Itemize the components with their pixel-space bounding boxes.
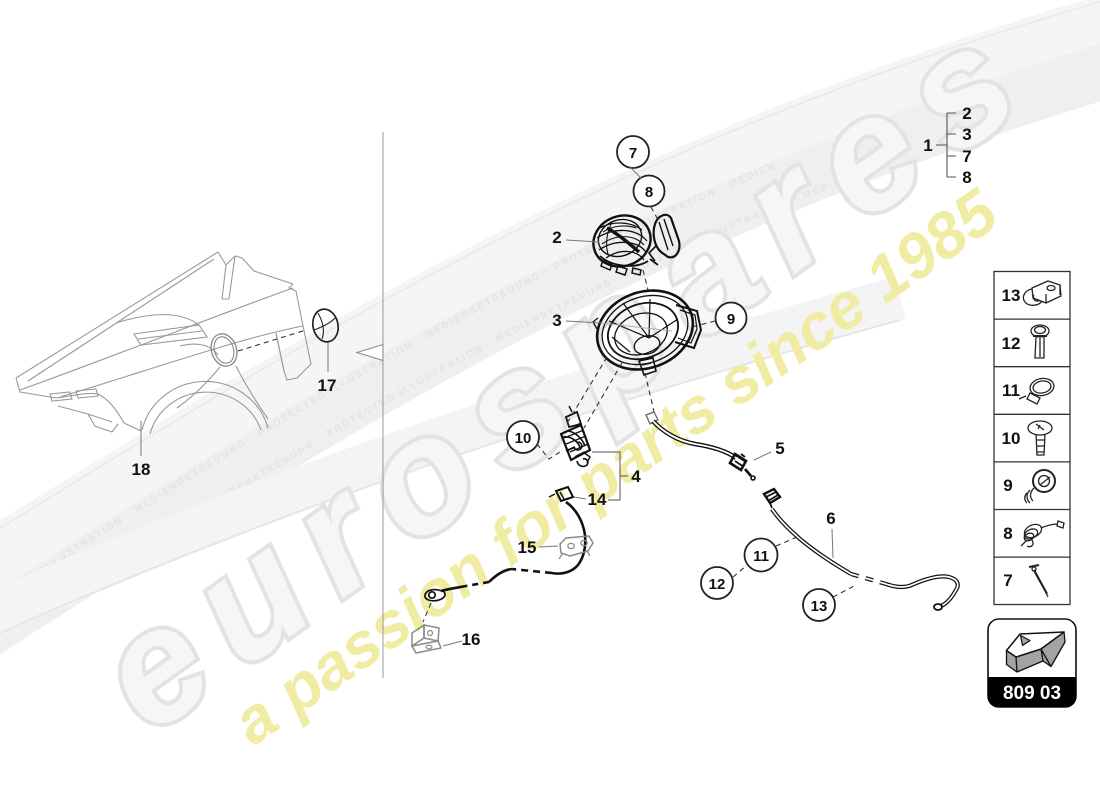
svg-text:10: 10 bbox=[1002, 429, 1021, 448]
svg-text:15: 15 bbox=[518, 538, 537, 557]
svg-text:11: 11 bbox=[753, 548, 769, 565]
svg-text:8: 8 bbox=[645, 184, 653, 201]
svg-text:10: 10 bbox=[515, 430, 532, 447]
svg-text:6: 6 bbox=[826, 509, 835, 528]
svg-text:13: 13 bbox=[1002, 286, 1021, 305]
svg-text:12: 12 bbox=[709, 576, 726, 593]
svg-text:16: 16 bbox=[462, 630, 481, 649]
svg-text:14: 14 bbox=[588, 490, 607, 509]
svg-text:9: 9 bbox=[727, 311, 735, 328]
svg-text:4: 4 bbox=[631, 467, 641, 486]
svg-text:2: 2 bbox=[552, 228, 561, 247]
svg-text:2: 2 bbox=[962, 104, 971, 123]
svg-text:17: 17 bbox=[318, 376, 337, 395]
svg-text:5: 5 bbox=[775, 439, 784, 458]
svg-text:7: 7 bbox=[629, 145, 637, 162]
svg-text:7: 7 bbox=[1003, 571, 1012, 590]
svg-text:7: 7 bbox=[962, 147, 971, 166]
svg-text:13: 13 bbox=[811, 598, 828, 615]
svg-text:9: 9 bbox=[1003, 476, 1012, 495]
svg-text:809 03: 809 03 bbox=[1003, 683, 1061, 704]
svg-text:3: 3 bbox=[552, 311, 561, 330]
svg-text:12: 12 bbox=[1002, 334, 1021, 353]
svg-text:3: 3 bbox=[962, 125, 971, 144]
svg-text:8: 8 bbox=[962, 168, 971, 187]
svg-text:18: 18 bbox=[132, 460, 151, 479]
svg-text:8: 8 bbox=[1003, 524, 1012, 543]
svg-text:1: 1 bbox=[923, 136, 932, 155]
svg-text:11: 11 bbox=[1002, 381, 1020, 400]
